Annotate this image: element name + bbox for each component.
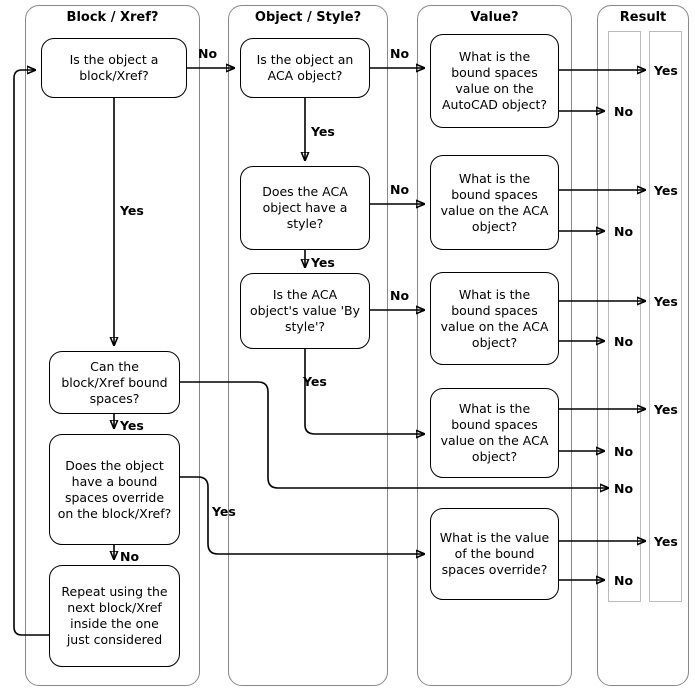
node-text: Repeat using the next block/Xref inside … [61,584,168,647]
result-label-yes-4: Yes [654,402,678,417]
lane-value [417,5,572,686]
result-label-no-5: No [614,481,634,496]
result-label-yes-3: Yes [654,294,678,309]
node-text: What is the bound spaces value on the AC… [440,401,549,464]
result-label-no-1: No [614,104,634,119]
result-label-no-2: No [614,224,634,239]
edge-label-no-1: No [198,46,218,61]
node-value-autocad-object[interactable]: What is the bound spaces value on the Au… [430,34,559,128]
result-label-no-6: No [614,573,634,588]
lane-result [597,5,689,686]
node-is-aca-object[interactable]: Is the object an ACA object? [240,38,370,98]
node-aca-has-style[interactable]: Does the ACA object have a style? [240,166,370,250]
node-text: Can the block/Xref bound spaces? [61,358,168,406]
lane-title-block-xref: Block / Xref? [66,10,159,25]
edge-label-yes-1: Yes [120,203,144,218]
edge-label-yes-2: Yes [311,124,335,139]
node-text: What is the bound spaces value on the AC… [440,170,549,234]
lane-title-value: Value? [470,10,519,25]
result-label-yes-1: Yes [654,63,678,78]
node-aca-value-by-style[interactable]: Is the ACA object's value 'By style'? [240,273,370,349]
node-repeat-next-block[interactable]: Repeat using the next block/Xref inside … [49,565,180,667]
result-label-yes-2: Yes [654,183,678,198]
node-text: What is the bound spaces value on the Au… [441,49,548,112]
node-text: Is the ACA object's value 'By style'? [250,287,360,334]
lane-object-style [228,5,388,686]
node-text: Does the object have a bound spaces over… [57,457,172,521]
edge-label-no-4: No [390,288,410,303]
result-subcolumn-no [608,31,641,602]
lane-title-result: Result [619,10,667,25]
node-value-aca-object-1[interactable]: What is the bound spaces value on the AC… [430,155,559,250]
edge-label-yes-5: Yes [212,504,236,519]
result-label-yes-5: Yes [654,534,678,549]
node-text: Does the ACA object have a style? [262,184,348,231]
node-text: Is the object a block/Xref? [69,52,159,83]
edge-label-no-5: No [120,549,140,564]
edge-label-no-3: No [390,182,410,197]
result-subcolumn-yes [649,31,682,602]
node-text: Is the object an ACA object? [256,52,354,83]
node-text: What is the bound spaces value on the AC… [440,286,549,350]
node-value-aca-object-3[interactable]: What is the bound spaces value on the AC… [430,388,559,478]
edge-label-yes-3: Yes [311,255,335,270]
lane-title-object-style: Object / Style? [254,10,362,25]
node-value-override[interactable]: What is the value of the bound spaces ov… [430,508,559,600]
node-value-aca-object-2[interactable]: What is the bound spaces value on the AC… [430,272,559,365]
node-is-object-block-xref[interactable]: Is the object a block/Xref? [41,38,187,98]
result-label-no-4: No [614,444,634,459]
node-object-has-override[interactable]: Does the object have a bound spaces over… [49,434,180,545]
edge-label-no-2: No [390,46,410,61]
result-label-no-3: No [614,334,634,349]
node-can-block-bound-spaces[interactable]: Can the block/Xref bound spaces? [49,351,180,414]
edge-label-yes-4: Yes [303,374,327,389]
edge-label-yes-6: Yes [120,418,144,433]
node-text: What is the value of the bound spaces ov… [439,530,550,577]
